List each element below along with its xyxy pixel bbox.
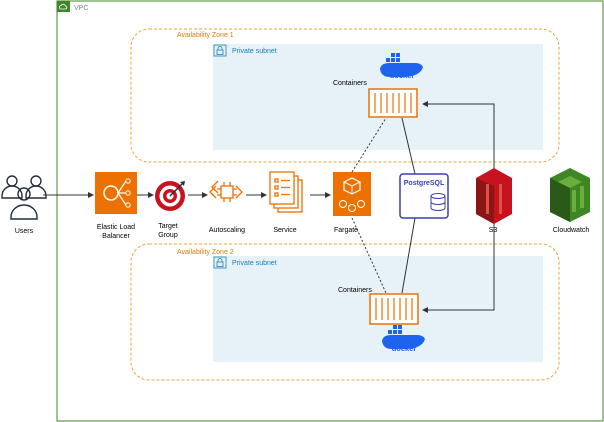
users-icon [1,175,47,220]
zone-2-border [130,243,560,381]
edge-s3-container-top [422,101,495,169]
cloudwatch-icon [550,168,590,222]
elb-label-line1: Elastic Load [97,224,135,231]
s3-icon [476,168,512,224]
vpc-label: VPC [74,5,88,12]
connectors [43,101,495,313]
edge-fargate-container-bottom [351,217,387,294]
autoscaling-icon [209,180,243,202]
edge-s3-container-bottom [422,223,495,313]
docker-logo-top: docker [380,53,423,80]
s3-label: S3 [489,227,498,234]
target-group-label-line2: Group [158,232,178,239]
edge-container-top-postgres [401,117,416,175]
docker-text-bottom: docker [392,344,417,353]
docker-text-top: docker [390,71,415,80]
availability-zone-1: Availability Zone 1 Private subnet [130,28,560,163]
vpc-border [56,0,604,422]
zone-2-label: Availability Zone 2 [177,249,234,256]
autoscaling-label: Autoscaling [209,227,245,234]
cloud-icon [58,3,68,10]
vpc-icon [57,1,70,12]
lock-icon [213,256,227,269]
postgres-label: PostgreSQL [404,180,445,187]
availability-zone-2: Availability Zone 2 Private subnet [130,243,560,381]
fargate-label: Fargate [334,227,358,234]
elb-label-line2: Balancer [102,233,130,240]
zone-1-label: Availability Zone 1 [177,32,234,39]
postgresql-icon: PostgreSQL [399,173,449,219]
elastic-load-balancer-icon [95,172,137,214]
subnet-2-label: Private subnet [232,260,277,267]
service-label: Service [273,227,296,234]
lock-icon [213,44,227,57]
edge-container-bottom-postgres [401,217,416,294]
containers-top-label: Containers [333,80,367,87]
vpc-group: VPC [56,0,604,422]
fargate-icon [333,172,371,216]
subnet-1-label: Private subnet [232,48,277,55]
container-icon-top [368,88,418,118]
zone-1-border [130,28,560,163]
target-group-label-line1: Target [158,223,178,230]
target-group-icon [155,181,185,211]
cloudwatch-label: Cloudwatch [553,227,590,234]
container-icon-bottom [369,293,419,325]
service-icon [269,171,303,213]
edge-fargate-container-top [351,117,387,173]
users-label: Users [15,228,34,235]
containers-bottom-label: Containers [338,287,372,294]
docker-logo-bottom: docker [382,325,425,353]
